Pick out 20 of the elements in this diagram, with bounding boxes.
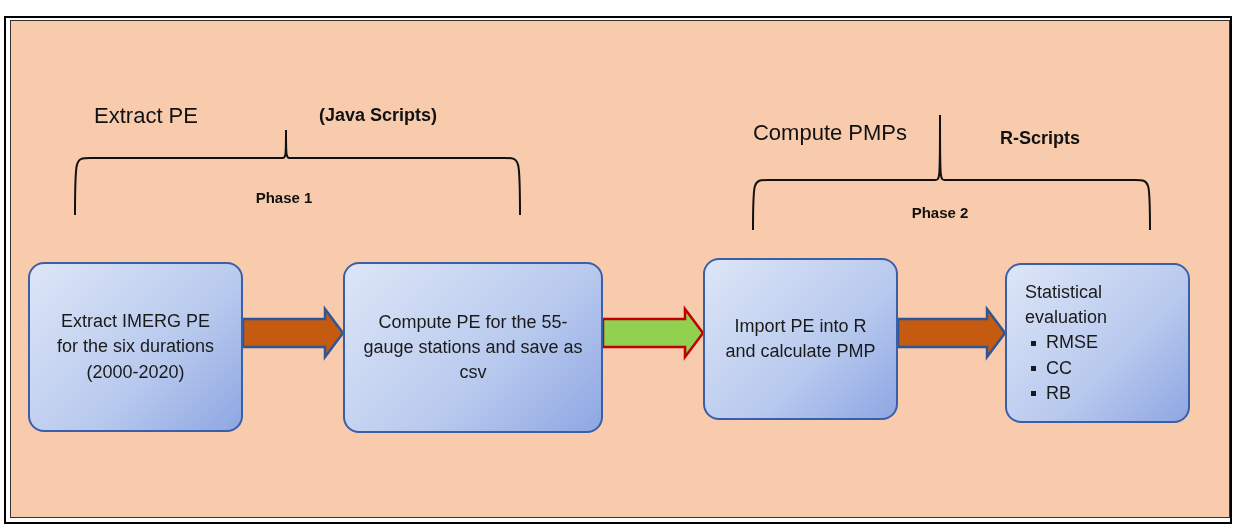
- block-arrow: [896, 305, 1007, 361]
- bullet-item: RB: [1025, 380, 1071, 406]
- process-box: [343, 262, 603, 433]
- brace-label: R-Scripts: [1000, 128, 1080, 149]
- box-text: Import PE into R and calculate PMP: [724, 314, 877, 363]
- box-text: Extract IMERG PE for the six durations (2000-2020): [55, 310, 216, 384]
- box-text: Compute PE for the 55-gauge stations and save as csv: [363, 310, 583, 385]
- bullet-item: RMSE: [1025, 330, 1098, 356]
- process-box: [28, 262, 243, 432]
- bullet-item: CC: [1025, 355, 1072, 381]
- brace-label: Phase 1: [255, 189, 313, 206]
- block-arrow: [601, 305, 705, 361]
- process-box: [1005, 263, 1190, 423]
- brace-label: Compute PMPs: [752, 120, 908, 146]
- process-box: [703, 258, 898, 420]
- brace-label: (Java Scripts): [318, 105, 438, 126]
- brace-label: Phase 2: [911, 204, 969, 221]
- brace-label: Extract PE: [94, 103, 198, 129]
- box-text: Statistical evaluation: [1025, 281, 1109, 330]
- block-arrow: [241, 305, 345, 361]
